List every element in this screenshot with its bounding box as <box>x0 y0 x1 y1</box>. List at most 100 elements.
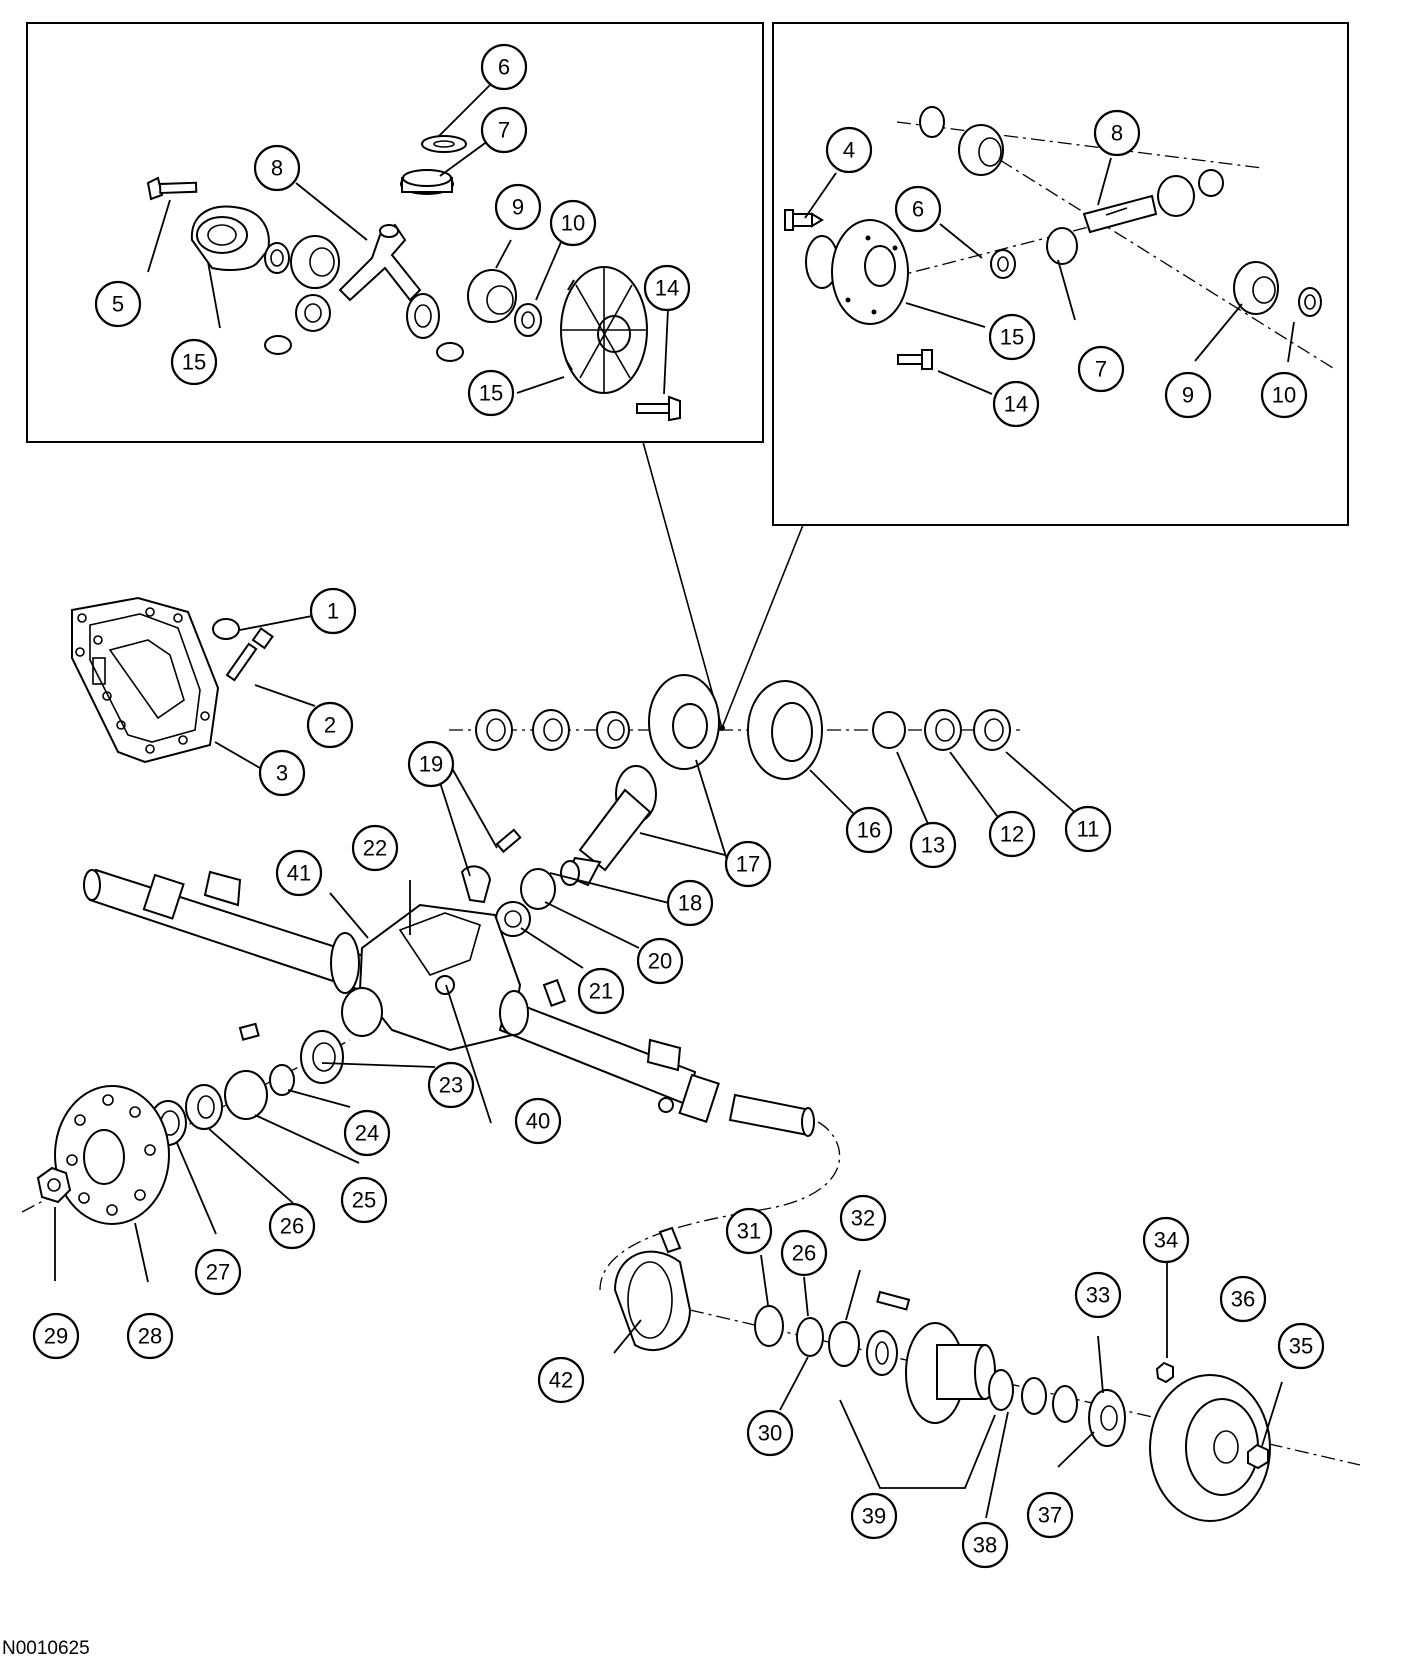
callout-6: 6 <box>894 185 942 233</box>
svg-text:18: 18 <box>678 891 702 916</box>
pinion-gear <box>1157 175 1195 217</box>
cover-plug <box>212 618 240 640</box>
thrust-washer <box>1298 287 1322 317</box>
bearing-cap <box>460 828 522 904</box>
svg-text:10: 10 <box>1272 383 1296 408</box>
differential-case <box>648 674 720 770</box>
callout-19: 19 <box>407 740 455 788</box>
svg-text:21: 21 <box>589 979 613 1004</box>
callout-37: 37 <box>1026 1491 1074 1539</box>
svg-text:7: 7 <box>498 118 510 143</box>
callout-14: 14 <box>992 380 1040 428</box>
svg-text:8: 8 <box>1111 121 1123 146</box>
diagram-code: N0010625 <box>2 1638 90 1659</box>
svg-text:3: 3 <box>276 761 288 786</box>
hub-bearing <box>988 1369 1014 1411</box>
svg-text:36: 36 <box>1231 1287 1255 1312</box>
inset-reference-line-left <box>642 441 723 729</box>
hub-flange <box>1088 1389 1126 1447</box>
bolt-part <box>636 395 681 422</box>
bolt-part <box>146 176 198 201</box>
svg-text:28: 28 <box>138 1324 162 1349</box>
svg-text:17: 17 <box>736 852 760 877</box>
brake-rotor <box>1149 1374 1271 1522</box>
hub-bearing-cup <box>300 1030 344 1084</box>
svg-text:16: 16 <box>857 818 881 843</box>
svg-text:15: 15 <box>479 381 503 406</box>
thrust-washer <box>264 242 290 274</box>
callout-10: 10 <box>1260 371 1308 419</box>
svg-text:10: 10 <box>561 211 585 236</box>
callout-7: 7 <box>1077 345 1125 393</box>
callout-17: 17 <box>724 840 772 888</box>
svg-text:30: 30 <box>758 1421 782 1446</box>
svg-text:14: 14 <box>1004 392 1028 417</box>
svg-text:20: 20 <box>648 949 672 974</box>
callout-24: 24 <box>343 1109 391 1157</box>
axle-housing <box>83 868 815 1137</box>
callout-31: 31 <box>725 1207 773 1255</box>
axle-shaft-seal <box>754 1305 784 1347</box>
callout-38: 38 <box>961 1521 1009 1569</box>
callout-23: 23 <box>427 1061 475 1109</box>
thrust-washer <box>1198 169 1224 197</box>
callout-25: 25 <box>340 1176 388 1224</box>
centerline-cross <box>999 159 1334 369</box>
lug-nut <box>1247 1443 1269 1470</box>
callout-26: 26 <box>268 1202 316 1250</box>
callout-34: 34 <box>1142 1216 1190 1264</box>
svg-text:5: 5 <box>112 292 124 317</box>
seal <box>269 1064 295 1096</box>
callout-8: 8 <box>253 144 301 192</box>
callout-28: 28 <box>126 1312 174 1360</box>
callout-7: 7 <box>480 106 528 154</box>
ring-gear <box>747 680 823 780</box>
carrier-bearing-cup <box>924 709 962 751</box>
diff-case-half-right <box>560 266 648 394</box>
callout-39: 39 <box>850 1492 898 1540</box>
svg-text:15: 15 <box>182 350 206 375</box>
callout-13: 13 <box>909 821 957 869</box>
bearing-race <box>866 1330 898 1376</box>
callout-1: 1 <box>309 587 357 635</box>
bolt-part <box>897 349 933 370</box>
callout-2: 2 <box>306 701 354 749</box>
vent-fitting <box>542 978 566 1007</box>
thrust-washer <box>436 342 464 362</box>
pinion-gear <box>400 169 454 195</box>
svg-text:27: 27 <box>206 1260 230 1285</box>
collapsible-spacer <box>560 860 580 886</box>
hub-bolt <box>876 1290 911 1311</box>
thrust-washer <box>421 135 467 153</box>
bearing-cup <box>1052 1385 1078 1423</box>
axle-shaft-path <box>599 1121 841 1291</box>
thrust-washer <box>264 335 292 355</box>
svg-text:6: 6 <box>912 197 924 222</box>
callout-15: 15 <box>988 313 1036 361</box>
svg-text:19: 19 <box>419 752 443 777</box>
callout-42: 42 <box>537 1356 585 1404</box>
svg-text:13: 13 <box>921 833 945 858</box>
svg-text:26: 26 <box>280 1214 304 1239</box>
seal <box>1021 1377 1047 1415</box>
callout-18: 18 <box>666 879 714 927</box>
svg-text:14: 14 <box>655 276 679 301</box>
left-inset-parts <box>146 82 681 422</box>
svg-text:37: 37 <box>1038 1503 1062 1528</box>
svg-text:42: 42 <box>549 1368 573 1393</box>
hub-nut <box>36 1166 72 1204</box>
stud-nut <box>1155 1361 1174 1384</box>
svg-text:9: 9 <box>1182 383 1194 408</box>
bearing <box>828 1321 860 1367</box>
callout-4: 4 <box>825 126 873 174</box>
svg-text:26: 26 <box>792 1241 816 1266</box>
side-gear <box>1046 227 1078 265</box>
callout-3: 3 <box>258 749 306 797</box>
thrust-washer <box>514 303 542 337</box>
callout-21: 21 <box>577 967 625 1015</box>
callout-9: 9 <box>1164 371 1212 419</box>
diff-case <box>805 219 909 325</box>
inset-reference-line-right <box>721 524 804 729</box>
bearing-race <box>185 1084 223 1130</box>
callout-22: 22 <box>351 824 399 872</box>
